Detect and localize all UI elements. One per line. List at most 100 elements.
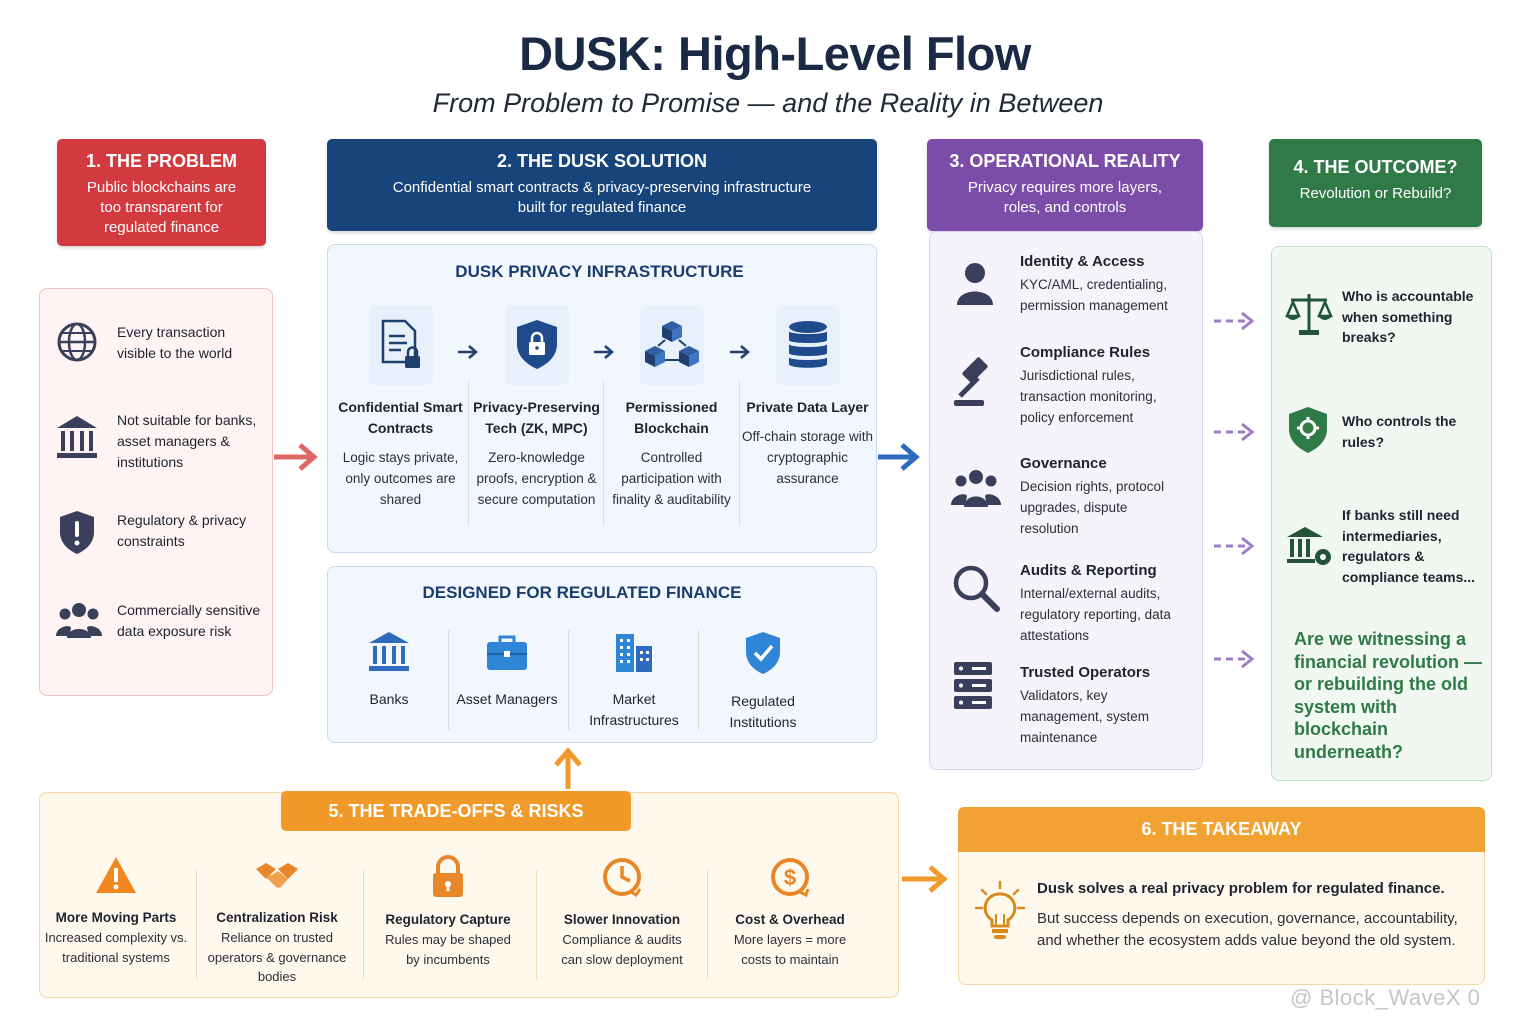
divider bbox=[568, 630, 569, 730]
problem-item: Regulatory & privacy constraints bbox=[55, 508, 265, 558]
cubes-icon bbox=[644, 321, 699, 367]
divider bbox=[707, 870, 708, 980]
outcome-item: Who controls the rules? bbox=[1285, 407, 1485, 461]
outcome-question: Are we witnessing a financial revolution… bbox=[1294, 629, 1483, 762]
infrastructure-title: DUSK PRIVACY INFRASTRUCTURE bbox=[455, 262, 744, 281]
shield-lock-icon bbox=[516, 320, 557, 369]
shield-check-icon bbox=[746, 632, 780, 674]
dashed-arrow-icon bbox=[1214, 649, 1255, 669]
magnifier-icon bbox=[953, 565, 1000, 612]
handshake-icon bbox=[256, 863, 298, 888]
outcome-subtitle: Revolution or Rebuild? bbox=[1299, 185, 1452, 202]
infra-item-name: Privacy-Preserving Tech (ZK, MPC) bbox=[473, 399, 600, 436]
operations-item-desc: KYC/AML, credentialing, permission manag… bbox=[1020, 277, 1168, 313]
solution-header: 2. THE DUSK SOLUTION Confidential smart … bbox=[327, 139, 877, 231]
scales-icon bbox=[1285, 294, 1333, 335]
finance-item: Asset Managers bbox=[447, 630, 567, 710]
gavel-icon bbox=[954, 357, 988, 406]
regulated-finance-panel bbox=[327, 566, 877, 743]
problem-item: Not suitable for banks, asset managers &… bbox=[55, 408, 265, 474]
finance-item: Market Infrastructures bbox=[574, 630, 694, 731]
operations-item: Audits & Reporting Internal/external aud… bbox=[945, 562, 1195, 652]
operations-item-desc: Jurisdictional rules, transaction monito… bbox=[1020, 368, 1157, 425]
operations-title: 3. OPERATIONAL REALITY bbox=[949, 151, 1181, 171]
infra-item-name: Confidential Smart Contracts bbox=[338, 399, 463, 436]
svg-text:$: $ bbox=[784, 865, 796, 890]
server-icon bbox=[954, 662, 992, 709]
tradeoff-item: $ Cost & Overhead More layers = more cos… bbox=[710, 855, 870, 969]
people-icon bbox=[56, 603, 102, 638]
divider bbox=[603, 380, 604, 525]
infrastructure-panel bbox=[327, 244, 877, 553]
operations-header: 3. OPERATIONAL REALITY Privacy requires … bbox=[927, 139, 1203, 231]
infra-item: Private Data Layer Off-chain storage wit… bbox=[740, 305, 875, 535]
outcome-title: 4. THE OUTCOME? bbox=[1293, 157, 1458, 177]
operations-item: Identity & Access KYC/AML, credentialing… bbox=[945, 253, 1195, 323]
arrow-right-icon bbox=[730, 345, 750, 359]
finance-item-label: Banks bbox=[369, 691, 409, 707]
dashed-arrow-icon bbox=[1214, 311, 1255, 331]
problem-item-text: Every transaction visible to the world bbox=[117, 324, 233, 361]
tradeoff-item-desc: Reliance on trusted operators & governan… bbox=[207, 930, 347, 984]
infra-item-desc: Logic stays private, only outcomes are s… bbox=[342, 450, 459, 507]
operations-item-desc: Decision rights, protocol upgrades, disp… bbox=[1020, 479, 1165, 536]
operations-item: Trusted Operators Validators, key manage… bbox=[945, 662, 1195, 754]
lightbulb-icon bbox=[974, 880, 1026, 939]
clock-icon bbox=[603, 858, 642, 898]
watermark: @ Block_WaveX 0 bbox=[1290, 985, 1481, 1010]
outcome-item-text: Who is accountable when something breaks… bbox=[1342, 288, 1474, 345]
infra-item-name: Private Data Layer bbox=[746, 399, 869, 415]
bank-gear-icon bbox=[1287, 527, 1331, 565]
finance-item: Regulated Institutions bbox=[703, 630, 823, 733]
dashed-arrow-icon bbox=[1214, 536, 1255, 556]
solution-subtitle: Confidential smart contracts & privacy-p… bbox=[392, 179, 812, 216]
problem-item-text: Regulatory & privacy constraints bbox=[117, 512, 247, 549]
bank-icon bbox=[57, 416, 97, 458]
operations-item: Governance Decision rights, protocol upg… bbox=[945, 455, 1195, 545]
buildings-icon bbox=[616, 634, 652, 672]
tradeoff-item: Slower Innovation Compliance & audits ca… bbox=[542, 855, 702, 969]
outcome-item: Who is accountable when something breaks… bbox=[1285, 286, 1485, 348]
divider bbox=[448, 630, 449, 730]
problem-panel bbox=[39, 288, 273, 696]
infra-item-desc: Off-chain storage with cryptographic ass… bbox=[741, 429, 874, 486]
shield-icon bbox=[60, 511, 94, 554]
warning-icon bbox=[96, 857, 136, 893]
operations-item-title: Identity & Access bbox=[1020, 253, 1145, 270]
outcome-header: 4. THE OUTCOME? Revolution or Rebuild? bbox=[1269, 139, 1482, 227]
operations-item-title: Audits & Reporting bbox=[1020, 562, 1157, 579]
operations-item-title: Compliance Rules bbox=[1020, 344, 1151, 361]
tradeoff-item-desc: Compliance & audits can slow deployment bbox=[561, 932, 683, 967]
document-lock-icon bbox=[381, 319, 420, 368]
tradeoff-item-title: More Moving Parts bbox=[55, 910, 177, 925]
divider bbox=[363, 870, 364, 980]
problem-item-text: Not suitable for banks, asset managers &… bbox=[117, 412, 257, 470]
outcome-panel bbox=[1271, 246, 1492, 781]
tradeoff-item-desc: Rules may be shaped by incumbents bbox=[385, 932, 511, 967]
takeaway-headline: Dusk solves a real privacy problem for r… bbox=[1037, 880, 1445, 897]
infra-item-desc: Controlled participation with finality &… bbox=[612, 450, 731, 507]
padlock-icon bbox=[433, 855, 463, 897]
finance-item-label: Asset Managers bbox=[456, 691, 558, 707]
arrow-right-icon bbox=[902, 865, 948, 893]
operations-item-title: Trusted Operators bbox=[1020, 664, 1151, 681]
tradeoff-item-title: Centralization Risk bbox=[216, 910, 338, 925]
arrow-up-icon bbox=[554, 747, 582, 789]
shield-gear-icon bbox=[1289, 407, 1327, 453]
tradeoffs-header: 5. THE TRADE-OFFS & RISKS bbox=[281, 791, 631, 831]
bank-icon bbox=[369, 632, 409, 671]
group-icon bbox=[951, 470, 1001, 507]
problem-header: 1. THE PROBLEM Public blockchains are to… bbox=[57, 139, 266, 246]
tradeoff-item: More Moving Parts Increased complexity v… bbox=[36, 855, 196, 967]
operations-item-desc: Validators, key management, system maint… bbox=[1020, 688, 1150, 745]
finance-item-label: Regulated Institutions bbox=[729, 693, 797, 730]
database-icon bbox=[788, 321, 827, 368]
dashed-arrow-icon bbox=[1214, 422, 1255, 442]
problem-item-text: Commercially sensitive data exposure ris… bbox=[117, 602, 261, 639]
divider bbox=[536, 870, 537, 980]
problem-title: 1. THE PROBLEM bbox=[85, 151, 237, 171]
tradeoff-item-desc: More layers = more costs to maintain bbox=[733, 932, 847, 967]
infra-item-name: Permissioned Blockchain bbox=[625, 399, 718, 436]
user-icon bbox=[957, 263, 993, 305]
problem-item: Commercially sensitive data exposure ris… bbox=[55, 598, 265, 648]
